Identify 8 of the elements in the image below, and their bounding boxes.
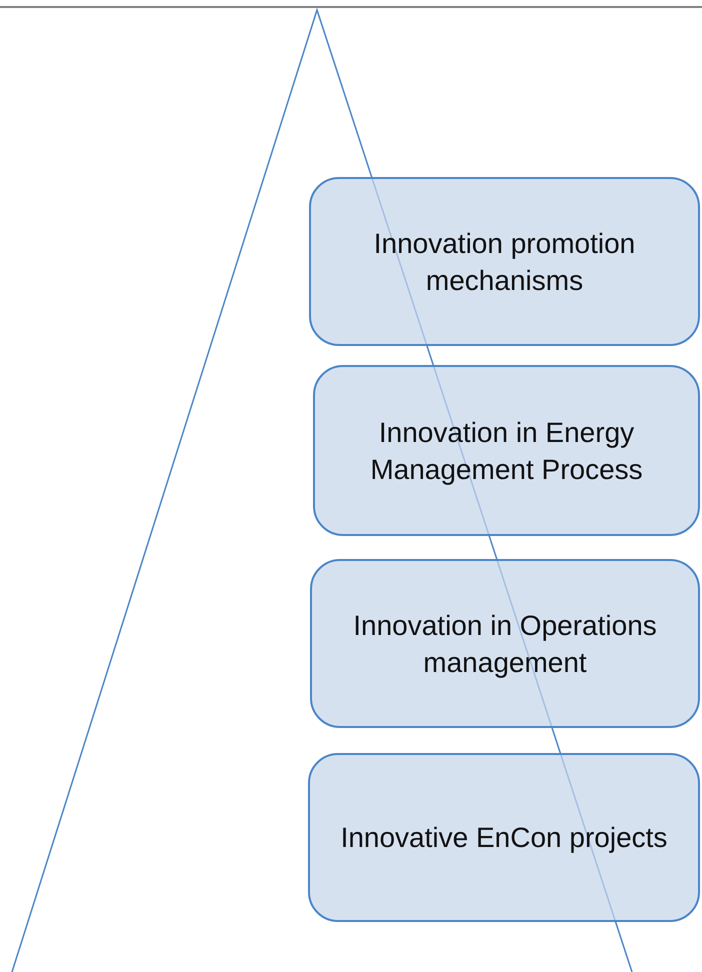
rounded-box [310,559,700,728]
box-label: Innovative EnCon projects [340,821,668,855]
rounded-box [313,365,700,536]
box-label: Innovation in Operations management [352,608,658,680]
box-label: Innovation promotion mechanisms [372,226,636,298]
rounded-box [309,177,700,346]
rounded-box [308,753,700,922]
box-label: Innovation in Energy Management Process [369,416,644,487]
